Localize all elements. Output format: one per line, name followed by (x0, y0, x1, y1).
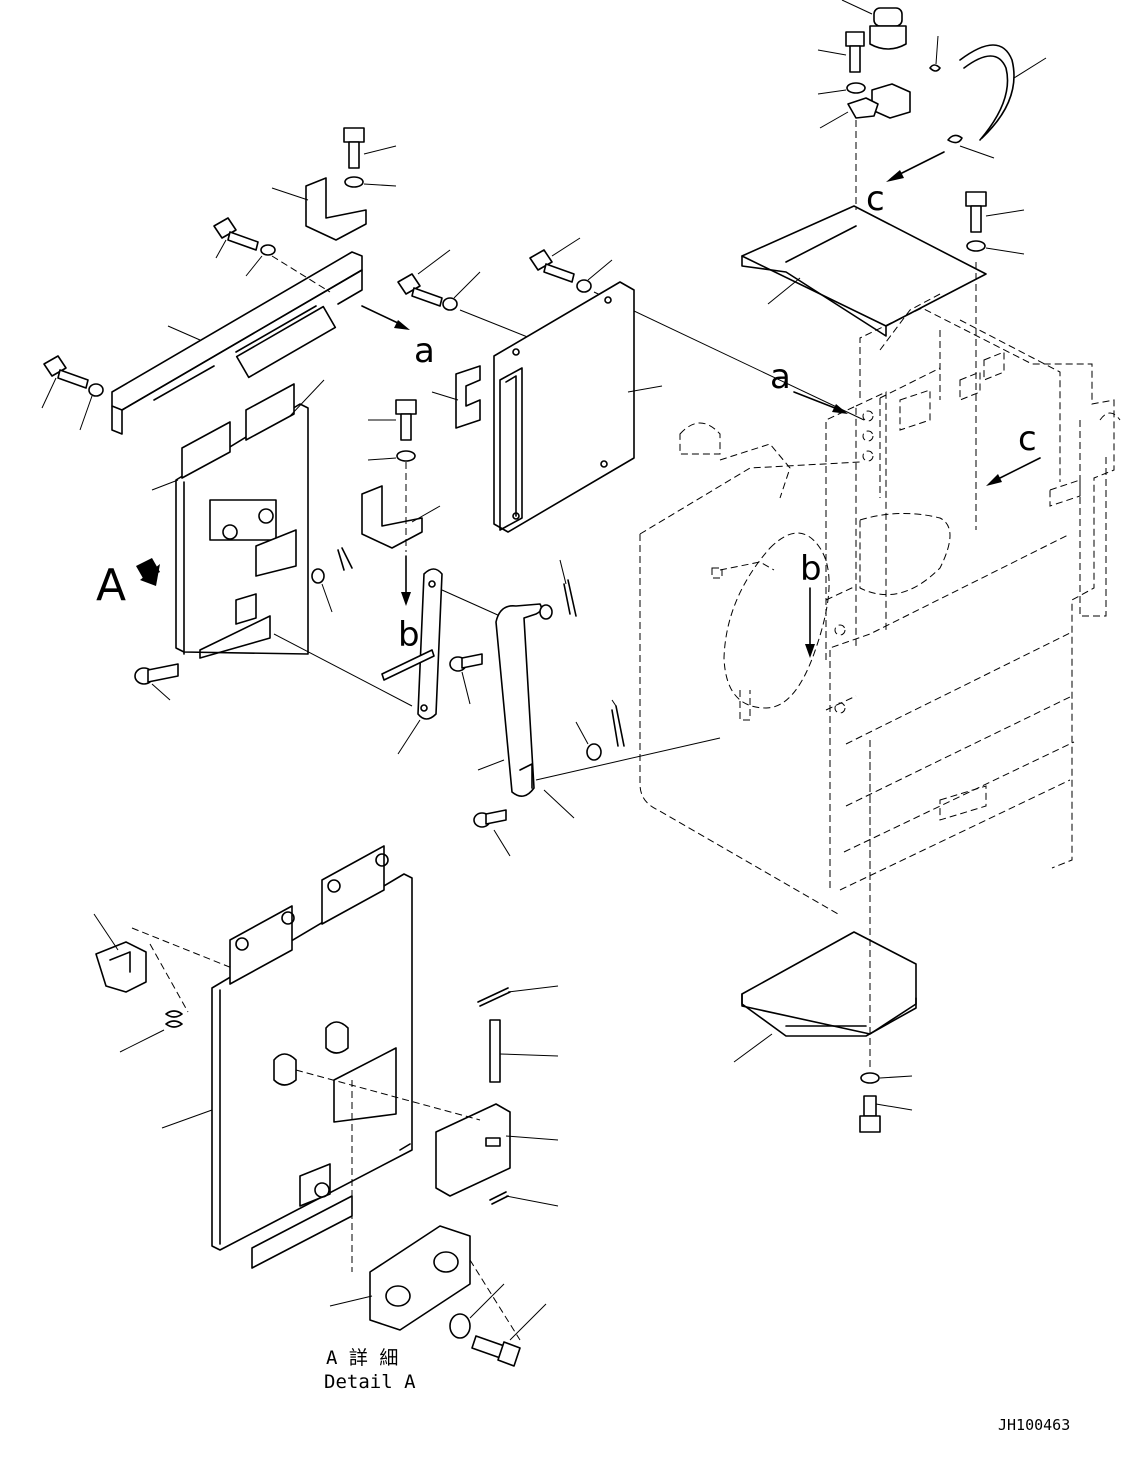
small-bracket-part (455, 365, 481, 429)
bolt-part (529, 237, 581, 283)
arrow-b-right: b (800, 549, 822, 658)
spacer-part (325, 1021, 349, 1054)
spacer-part (273, 1053, 297, 1086)
washer-part (260, 244, 276, 256)
latch-bracket-part (95, 941, 147, 993)
bolt-part (817, 31, 865, 73)
bolt-part (859, 1095, 913, 1133)
clip-part (929, 64, 941, 72)
bolt-part (343, 127, 397, 169)
bolt-part (397, 249, 451, 307)
label-view-A: A (96, 560, 126, 611)
spring-part (165, 1010, 183, 1028)
washer-part (396, 450, 416, 462)
rod-part (489, 1019, 501, 1083)
label-c-right: c (1018, 419, 1037, 459)
washer-part (539, 604, 553, 620)
cotter-pin-part (489, 1191, 509, 1205)
bolt-part (965, 191, 1025, 233)
hose-clamp-part (947, 134, 963, 144)
cotter-pin-part (611, 705, 625, 747)
inner-plate-assembly (397, 237, 865, 533)
hinge-rail-assembly: a (41, 127, 435, 435)
detail-caption-japanese: A 詳 細 (326, 1347, 398, 1369)
washer-part (449, 1313, 471, 1339)
cover-plate-part (741, 205, 987, 337)
label-b-left: b (398, 615, 420, 655)
detail-caption-english: Detail A (324, 1371, 416, 1393)
link-arm-part (495, 603, 543, 797)
link-arm-part (417, 568, 443, 720)
washer-part (344, 176, 364, 188)
washer-part (860, 1072, 880, 1084)
latch-part (435, 1103, 511, 1197)
washer-part (586, 743, 602, 761)
washer-part (576, 279, 592, 293)
drawing-code: JH100463 (998, 1416, 1070, 1434)
rod-part (381, 649, 435, 681)
block-part (369, 1225, 471, 1331)
pin-part (473, 809, 511, 857)
detail-panel-part (211, 873, 413, 1251)
washer-part (966, 240, 986, 252)
bolt-part (471, 1303, 547, 1367)
arrow-a-right: a (770, 357, 848, 414)
inner-plate-part (493, 281, 635, 533)
arrow-c-right: c (986, 419, 1041, 486)
connector-block-part (819, 83, 911, 129)
washer-part (846, 82, 866, 94)
label-c-top: c (866, 179, 885, 219)
view-arrow-A: A (96, 558, 160, 611)
switch-knob-part (841, 0, 907, 50)
washer-part (311, 568, 325, 584)
arrow-b-left: b (398, 462, 420, 655)
hose-part (959, 44, 1047, 141)
arrow-a-left: a (271, 255, 435, 371)
door-panel-assembly: A (96, 379, 413, 707)
link-assembly: b (361, 399, 721, 857)
pin-part (449, 653, 483, 705)
pin-part (134, 663, 179, 701)
cotter-pin-part (563, 579, 577, 617)
cotter-pin-part (477, 987, 511, 1007)
bolt-part (213, 217, 259, 259)
label-b-right: b (800, 549, 822, 589)
washer-part (442, 297, 458, 311)
tray-part (733, 752, 917, 1133)
cotter-pin-part (337, 547, 353, 571)
label-a-right: a (770, 357, 791, 397)
tank-frame-assembly: a c b (639, 293, 1121, 915)
l-bracket-part (361, 485, 423, 549)
label-a-left: a (414, 331, 435, 371)
bolt-part (368, 399, 417, 441)
washer-part (88, 383, 104, 397)
l-bracket-part (305, 177, 367, 241)
bolt-part (41, 355, 89, 409)
arrow-c-top: c (866, 151, 945, 219)
top-right-assembly: c (741, 0, 1047, 530)
detail-A-view: A 詳 細 Detail A (93, 845, 559, 1393)
